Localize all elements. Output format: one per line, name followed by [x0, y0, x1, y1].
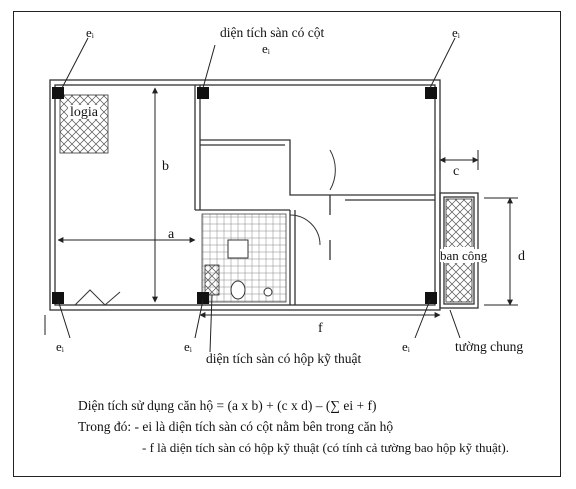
leader-lines: [57, 37, 461, 353]
column-label-top-left: eᵢ: [86, 25, 94, 40]
logia-label: logia: [70, 105, 98, 120]
dimension-f-label: f: [318, 321, 323, 336]
logia-area: [59, 94, 109, 154]
doors: [74, 149, 336, 306]
dimension-d-label: d: [518, 249, 525, 264]
definition-ei: Trong đó: - ei là diện tích sàn có cột n…: [78, 419, 394, 434]
interior-walls: [194, 85, 435, 305]
dimension-a-label: a: [168, 227, 175, 242]
column-label-bottom-left: eᵢ: [56, 339, 64, 354]
dimension-lines: [44, 87, 518, 335]
column-label-top: eᵢ: [262, 41, 270, 56]
column-label-bottom-right: eᵢ: [402, 339, 410, 354]
bottom-caption: diện tích sàn có hộp kỹ thuật: [206, 351, 362, 366]
column-label-top-right: eᵢ: [452, 25, 460, 40]
dimension-c-label: c: [453, 164, 460, 179]
formula-text: Diện tích sử dụng căn hộ = (a x b) + (c …: [78, 398, 377, 413]
column-label-bottom-mid: eᵢ: [184, 339, 192, 354]
definition-f: - f là diện tích sàn có hộp kỹ thuật (có…: [142, 440, 509, 455]
columns: [52, 87, 437, 304]
dimension-b-label: b: [162, 159, 169, 174]
top-caption: diện tích sàn có cột: [220, 25, 325, 40]
shared-wall-label: tường chung: [455, 339, 524, 354]
diagram-frame: [13, 11, 561, 477]
technical-box: [204, 264, 220, 296]
balcony-label: ban công: [440, 248, 488, 263]
